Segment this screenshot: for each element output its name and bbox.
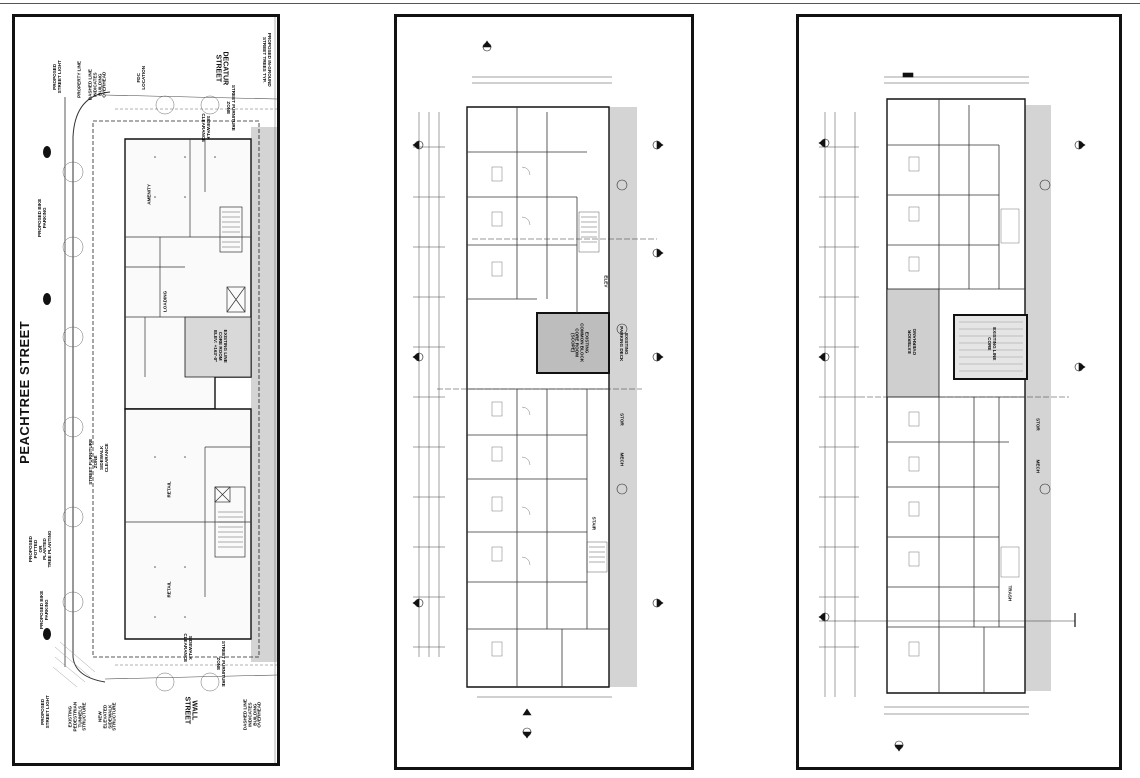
top-rule: [0, 3, 1140, 4]
sidewalk-clearance-mid-label: SIDEWALK CLEARANCE: [99, 443, 109, 473]
site-plan-sheet: PEACHTREE STREET DECATUR STREET WALL STR…: [12, 14, 280, 766]
stair-label-2: STAIR: [591, 516, 597, 531]
adjacent-building: [1025, 105, 1051, 691]
existing-core-room: [184, 316, 252, 378]
street-trees-label: PROPOSED IN-GROUND STREET TREES TYP.: [262, 32, 272, 87]
existing-core-label-2: EXISTING COMMON BLOCK CORE ROOM (SCOPE): [570, 323, 590, 363]
mech-label-3: MECH: [1035, 459, 1041, 474]
tree-symbol-icon: [62, 95, 220, 692]
property-line-label: PROPERTY LINE: [76, 60, 82, 98]
peachtree-street-label: PEACHTREE STREET: [17, 320, 33, 464]
adjacent-building: [609, 107, 637, 687]
sidewalk-clearance-bottom-label: SIDEWALK CLEARANCE: [183, 633, 193, 663]
potted-tree-label: PROPOSED POTTED OR PLANTED TREE PLANTING: [27, 530, 53, 568]
retail-1-label: RETAIL: [166, 481, 172, 498]
exterior-overhang-label: EXTERIOR OVERHANG: [907, 328, 917, 356]
street-light-icon: [43, 146, 51, 640]
street-light-top-label: PROPOSED STREET LIGHT: [52, 60, 62, 94]
stor-label-3: STOR: [1035, 418, 1041, 431]
amenity-label: AMENITY: [146, 184, 152, 205]
street-furniture-bottom-label: STREET FURNITURE ZONE: [216, 640, 226, 687]
site-plan-drawing: [43, 17, 277, 763]
building-south: [124, 408, 252, 640]
building-outline: [466, 106, 610, 688]
existing-core-3: [953, 314, 1028, 380]
street-furniture-top-label: STREET FURNITURE ZONE: [226, 84, 236, 131]
dashed-line-top-label: DASHED LINE INDICATES BUILDING OVERHEAD: [87, 69, 107, 101]
floor-plan-sheet-2: EXISTING COMMON BLOCK CORE ROOM (SCOPE) …: [394, 14, 694, 770]
floor-plan-3-drawing: [818, 72, 1086, 752]
existing-pedestrian-label: EXISTING PEDESTRIAN TUNNELS STRUCTURE: [67, 701, 87, 732]
new-elevated-label: NEW ELEVATED SIDEWALK STRUCTURE: [97, 702, 117, 731]
loading-label: LOADING: [162, 290, 168, 312]
stor-label-2: STOR: [619, 413, 625, 426]
existing-core-label: EXISTING LINE CORE ROOM ELEV: +163'-0": [213, 329, 229, 363]
wall-street-label: WALL STREET: [183, 696, 198, 725]
adjacent-building: [251, 127, 277, 662]
bike-parking-top-label: PROPOSED BIKE PARKING: [37, 198, 47, 237]
elev-label-2: ELEV: [603, 275, 609, 288]
sidewalk-clearance-top-label: SIDEWALK CLEARANCE: [201, 113, 211, 143]
floor-plan-2-drawing: [412, 40, 664, 739]
bike-parking-bottom-label: PROPOSED BIKE PARKING: [39, 590, 49, 629]
dashed-line-bottom-label: DASHED LINE INDICATES BUILDING OVERHEAD: [242, 699, 262, 731]
trash-label-3: TRASH: [1007, 585, 1013, 602]
existing-parking-label: EXISTING PARKING DECK: [619, 326, 629, 362]
fdc-location-label: FDC LOCATION: [136, 65, 146, 90]
existing-core-label-3: EXISTING LINE CORE: [987, 327, 997, 361]
mech-label-2: MECH: [619, 452, 625, 467]
curb-corner: [72, 91, 111, 683]
street-furniture-mid-label: STREET FURNITURE ZONE: [88, 438, 98, 485]
retail-2-label: RETAIL: [166, 581, 172, 598]
section-marker-icon: [818, 72, 1086, 752]
property-line: [92, 120, 260, 658]
section-marker-icon: [412, 40, 664, 739]
building-outline: [886, 98, 1026, 694]
street-light-bottom-label: PROPOSED STREET LIGHT: [40, 695, 50, 729]
existing-core-block: [536, 312, 610, 374]
floor-plan-sheet-3: EXISTING LINE CORE EXTERIOR OVERHANG STO…: [796, 14, 1122, 770]
